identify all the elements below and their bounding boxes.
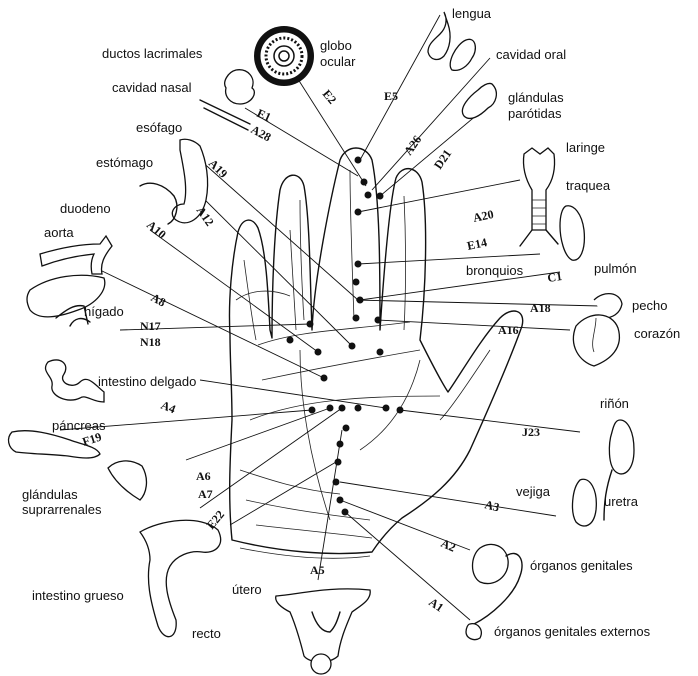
code-a19: A19 [206, 156, 231, 181]
label-traquea: traquea [566, 178, 611, 193]
label-aorta: aorta [44, 225, 74, 240]
code-n17: N17 [140, 319, 161, 333]
point [343, 425, 350, 432]
label-uretra: uretra [604, 494, 639, 509]
label-intestino-delgado: intestino delgado [98, 374, 196, 389]
label-parotidas: parótidas [508, 106, 562, 121]
tongue-illustration [428, 12, 450, 59]
code-e1: E1 [255, 106, 273, 124]
code-a5: A5 [310, 563, 325, 577]
code-n18: N18 [140, 335, 161, 349]
label-estomago: estómago [96, 155, 153, 170]
label-pecho: pecho [632, 298, 667, 313]
code-a8: A8 [149, 290, 169, 309]
point [353, 279, 360, 286]
label-rinon: riñón [600, 396, 629, 411]
label-esofago: esófago [136, 120, 182, 135]
label-utero: útero [232, 582, 262, 597]
label-organos-genitales: órganos genitales [530, 558, 633, 573]
kidney-illustration [573, 420, 634, 526]
label-bronquios: bronquios [466, 263, 524, 278]
label-duodeno: duodeno [60, 201, 111, 216]
point [353, 315, 360, 322]
code-a7: A7 [198, 487, 213, 501]
label-pulmon: pulmón [594, 261, 637, 276]
aorta-illustration [40, 236, 112, 274]
point [355, 405, 362, 412]
label-higado: hígado [84, 304, 124, 319]
code-a1: A1 [426, 595, 446, 615]
large-intestine-illustration [140, 520, 221, 636]
label-cavidad-nasal: cavidad nasal [112, 80, 192, 95]
small-intestine-illustration [46, 360, 104, 402]
label-ocular: ocular [320, 54, 356, 69]
label-intestino-grueso: intestino grueso [32, 588, 124, 603]
label-lengua: lengua [452, 6, 492, 21]
label-recto: recto [192, 626, 221, 641]
point [365, 192, 372, 199]
reflex-points [287, 157, 404, 516]
code-a18: A18 [530, 301, 551, 315]
code-a4: A4 [159, 398, 178, 416]
point [287, 337, 294, 344]
nasal-cavity-illustration [200, 70, 254, 130]
code-e14: E14 [466, 235, 488, 253]
uterus-illustration [276, 589, 371, 674]
code-j23: J23 [522, 425, 540, 439]
label-glandulas: glándulas [508, 90, 564, 105]
label-corazon: corazón [634, 326, 680, 341]
code-c1: C1 [546, 269, 562, 285]
adrenal-illustration [108, 461, 146, 500]
label-ductos-lacrimales: ductos lacrimales [102, 46, 203, 61]
code-a3: A3 [483, 497, 501, 514]
code-a20: A20 [472, 207, 495, 225]
trachea-illustration [520, 148, 584, 260]
eye-illustration [254, 26, 314, 86]
code-e5: E5 [384, 89, 398, 103]
code-a6: A6 [196, 469, 211, 483]
label-vejiga: vejiga [516, 484, 551, 499]
label-cavidad-oral: cavidad oral [496, 47, 566, 62]
code-e2: E2 [320, 87, 340, 107]
label-laringe: laringe [566, 140, 605, 155]
oral-cavity-illustration [450, 39, 475, 70]
point [377, 349, 384, 356]
code-a28: A28 [249, 122, 274, 144]
heart-illustration [573, 294, 622, 366]
label-glandulas-supra: glándulas [22, 487, 78, 502]
label-globo: globo [320, 38, 352, 53]
parotid-illustration [462, 83, 496, 118]
code-a16: A16 [498, 323, 519, 337]
label-suprarrenales: suprarrenales [22, 502, 102, 517]
label-organos-genitales-externos: órganos genitales externos [494, 624, 651, 639]
code-a10: A10 [144, 218, 169, 242]
